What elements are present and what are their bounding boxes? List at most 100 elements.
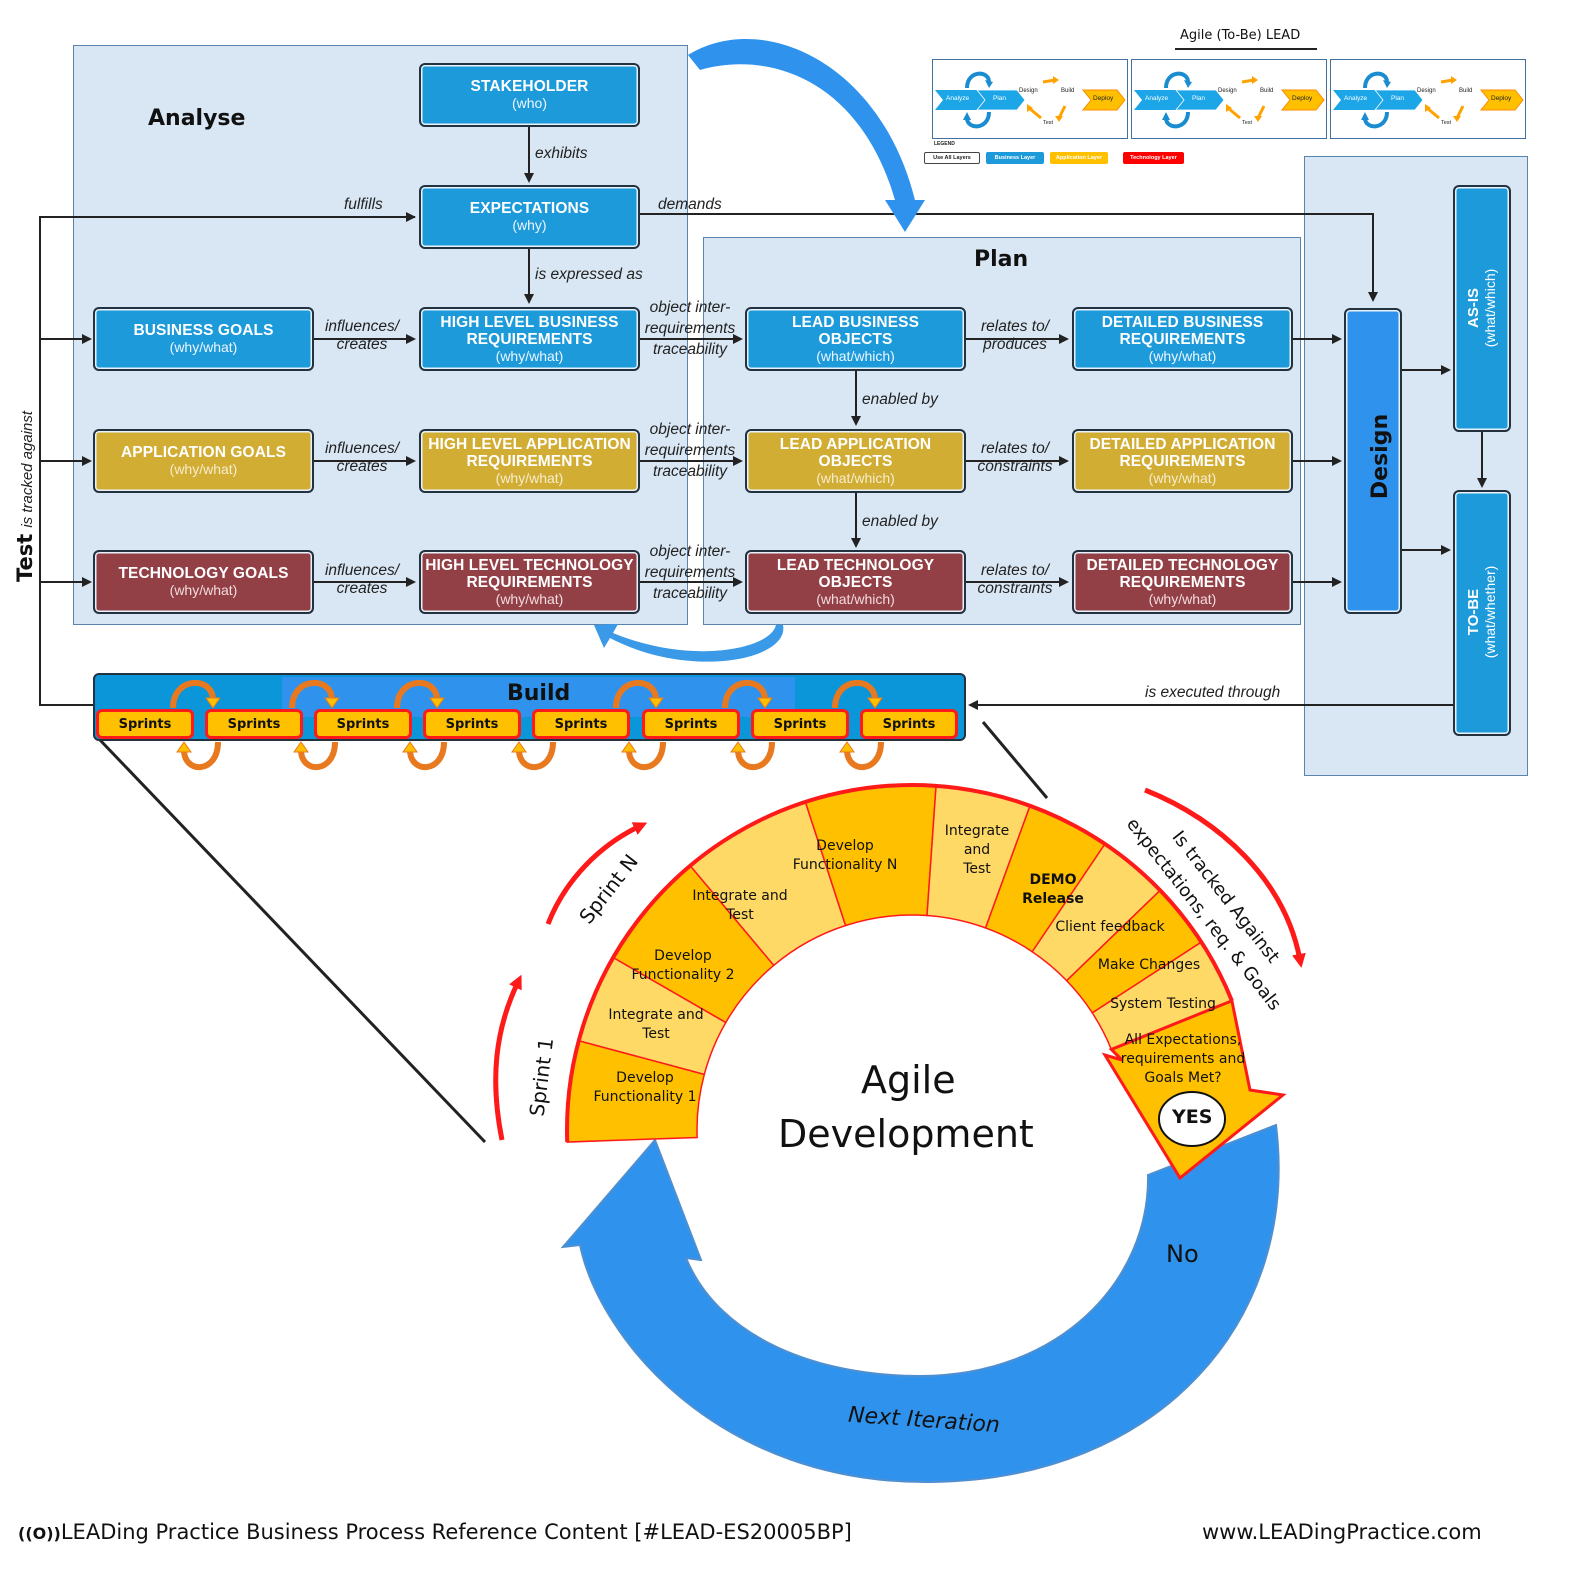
plan-chevron xyxy=(1374,89,1424,111)
mini-design-label: Design xyxy=(1218,88,1237,94)
label-relates-produces: relates to/produces xyxy=(980,318,1050,353)
legend-business-layer: Business Layer xyxy=(986,152,1044,164)
to-be-box[interactable] xyxy=(1453,490,1511,736)
label-enabled-by-2: enabled by xyxy=(862,513,938,530)
footer-website-link[interactable]: www.LEADingPractice.com xyxy=(1202,1520,1482,1544)
yes-circle xyxy=(1158,1091,1226,1147)
test-label: Testis tracked against xyxy=(13,410,37,582)
application-goals-box[interactable]: APPLICATION GOALS (why/what) xyxy=(93,429,314,493)
cycle-segment-label: Make Changes xyxy=(1097,956,1201,973)
to-be-label: TO-BE (what/whether) xyxy=(1465,565,1498,659)
label-exhibits: exhibits xyxy=(535,145,588,162)
legend-title: LEGEND xyxy=(934,141,955,147)
label-fulfills: fulfills xyxy=(344,196,383,213)
hl-application-req-box[interactable]: HIGH LEVEL APPLICATION REQUIREMENTS (why… xyxy=(419,429,640,493)
hl-technology-req-box[interactable]: HIGH LEVEL TECHNOLOGY REQUIREMENTS (why/… xyxy=(419,550,640,614)
mini-plan-label: Plan xyxy=(1391,95,1405,102)
as-is-label: AS-IS (what/which) xyxy=(1465,268,1498,348)
mini-test-label: Test xyxy=(1441,120,1452,126)
no-label[interactable]: No xyxy=(1166,1240,1199,1268)
plan-chevron xyxy=(1175,89,1225,111)
cycle-top-icon xyxy=(1363,71,1389,89)
expectations-box[interactable]: EXPECTATIONS (why) xyxy=(419,185,640,249)
agile-center-line1: Agile xyxy=(861,1058,956,1102)
sprint-box[interactable]: Sprints xyxy=(751,709,849,739)
label-enabled-by-1: enabled by xyxy=(862,391,938,408)
deploy-chevron xyxy=(1280,89,1325,111)
sprint-box[interactable]: Sprints xyxy=(642,709,740,739)
mini-analyze-label: Analyze xyxy=(946,95,970,102)
cycle-segment-label: System Testing xyxy=(1110,995,1216,1012)
cycle-top-icon xyxy=(1164,71,1190,89)
deploy-chevron xyxy=(1479,89,1524,111)
analyse-title: Analyse xyxy=(148,106,246,131)
label-is-expressed-as: is expressed as xyxy=(535,266,643,283)
label-influences-tech: influences/creates xyxy=(324,562,400,597)
mini-build-label: Build xyxy=(1061,88,1075,94)
mini-design-label: Design xyxy=(1019,88,1038,94)
mini-plan-label: Plan xyxy=(993,95,1007,102)
agile-center-line2: Development xyxy=(778,1112,1034,1156)
design-label: Design xyxy=(1368,413,1394,500)
footer-left: ((O))LEADing Practice Business Process R… xyxy=(18,1520,852,1544)
agile-lead-title-underline xyxy=(1175,48,1317,50)
mini-test-label: Test xyxy=(1242,120,1253,126)
sprint-box[interactable]: Sprints xyxy=(532,709,630,739)
cycle-final-arrow-segment xyxy=(1101,998,1287,1181)
cycle-bottom-icon xyxy=(1164,111,1190,129)
agile-lead-title: Agile (To-Be) LEAD xyxy=(1180,28,1301,43)
sprint-box[interactable]: Sprints xyxy=(205,709,303,739)
detailed-application-req-box[interactable]: DETAILED APPLICATION REQUIREMENTS (why/w… xyxy=(1072,429,1293,493)
stakeholder-box[interactable]: STAKEHOLDER (who) xyxy=(419,63,640,127)
design-box[interactable] xyxy=(1344,308,1402,614)
mini-deploy-label: Deploy xyxy=(1491,95,1512,102)
hl-business-req-box[interactable]: HIGH LEVEL BUSINESS REQUIREMENTS (why/wh… xyxy=(419,307,640,371)
mini-analyze-label: Analyze xyxy=(1145,95,1169,102)
detailed-business-req-box[interactable]: DETAILED BUSINESS REQUIREMENTS (why/what… xyxy=(1072,307,1293,371)
leading-practice-logo: ((O)) xyxy=(18,1524,61,1543)
label-relates-constraints-app: relates to/constraints xyxy=(977,440,1053,475)
sprint-box[interactable]: Sprints xyxy=(96,709,194,739)
as-is-box[interactable] xyxy=(1453,185,1511,432)
analyze-chevron xyxy=(935,90,985,110)
lead-application-objects-box[interactable]: LEAD APPLICATION OBJECTS (what/which) xyxy=(745,429,966,493)
label-influences-biz: influences/creates xyxy=(324,318,400,353)
lead-business-objects-box[interactable]: LEAD BUSINESS OBJECTS (what/which) xyxy=(745,307,966,371)
detailed-technology-req-box[interactable]: DETAILED TECHNOLOGY REQUIREMENTS (why/wh… xyxy=(1072,550,1293,614)
legend-technology-layer: Technology Layer xyxy=(1123,152,1184,164)
label-demands: demands xyxy=(658,196,722,213)
analyze-chevron xyxy=(1134,90,1184,110)
yes-label[interactable]: YES xyxy=(1172,1106,1213,1128)
cycle-segment-label: Client feedback xyxy=(1055,918,1165,935)
sprint-n-arrow xyxy=(545,822,648,925)
mini-deploy-label: Deploy xyxy=(1292,95,1313,102)
tracked-against-arrow xyxy=(1144,787,1306,968)
lead-technology-objects-box[interactable]: LEAD TECHNOLOGY OBJECTS (what/which) xyxy=(745,550,966,614)
cycle-outline xyxy=(565,783,1234,1143)
analyze-chevron xyxy=(1333,90,1383,110)
technology-goals-box[interactable]: TECHNOLOGY GOALS (why/what) xyxy=(93,550,314,614)
sprint-1-arrow xyxy=(493,974,522,1141)
sprint-box[interactable]: Sprints xyxy=(314,709,412,739)
mini-deploy-label: Deploy xyxy=(1093,95,1114,102)
mini-build-label: Build xyxy=(1459,88,1473,94)
sprint-box[interactable]: Sprints xyxy=(860,709,958,739)
cycle-bottom-icon xyxy=(965,111,991,129)
business-goals-box[interactable]: BUSINESS GOALS (why/what) xyxy=(93,307,314,371)
deploy-chevron xyxy=(1081,89,1126,111)
sprint-box[interactable]: Sprints xyxy=(423,709,521,739)
next-iteration-arrow xyxy=(560,1123,1280,1484)
cycle-top-icon xyxy=(965,71,991,89)
